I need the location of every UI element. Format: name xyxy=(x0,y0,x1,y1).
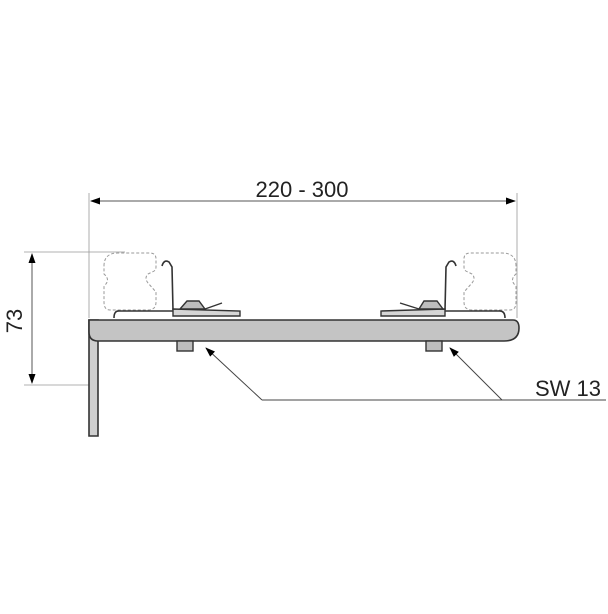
clamp-right-nut xyxy=(417,300,445,310)
clamp-right-hook xyxy=(444,260,457,311)
clamp-left-nut xyxy=(178,300,207,310)
width-dimension-label: 220 - 300 xyxy=(256,177,349,202)
bolt-nut-right xyxy=(425,340,443,352)
clamp-left xyxy=(113,260,241,319)
clamp-right-plate xyxy=(380,308,446,317)
bolt-nut-left xyxy=(176,340,194,352)
clamp-right xyxy=(380,260,506,319)
wrench-size-callout: SW 13 xyxy=(205,347,606,401)
wrench-size-label: SW 13 xyxy=(535,376,601,401)
leader-left xyxy=(205,347,263,401)
leader-right xyxy=(449,347,503,401)
ghost-profile-right xyxy=(463,252,517,311)
height-dimension-label: 73 xyxy=(2,309,27,333)
clamp-left-hook xyxy=(161,260,174,311)
clamp-left-plate xyxy=(172,308,241,317)
height-dimension: 73 xyxy=(2,251,125,386)
clamp-right-base-lip xyxy=(445,310,506,319)
ghost-profile-left xyxy=(103,252,157,311)
width-dimension: 220 - 300 xyxy=(88,177,518,318)
support-rail xyxy=(88,319,520,342)
clamp-left-base-lip xyxy=(113,310,173,319)
